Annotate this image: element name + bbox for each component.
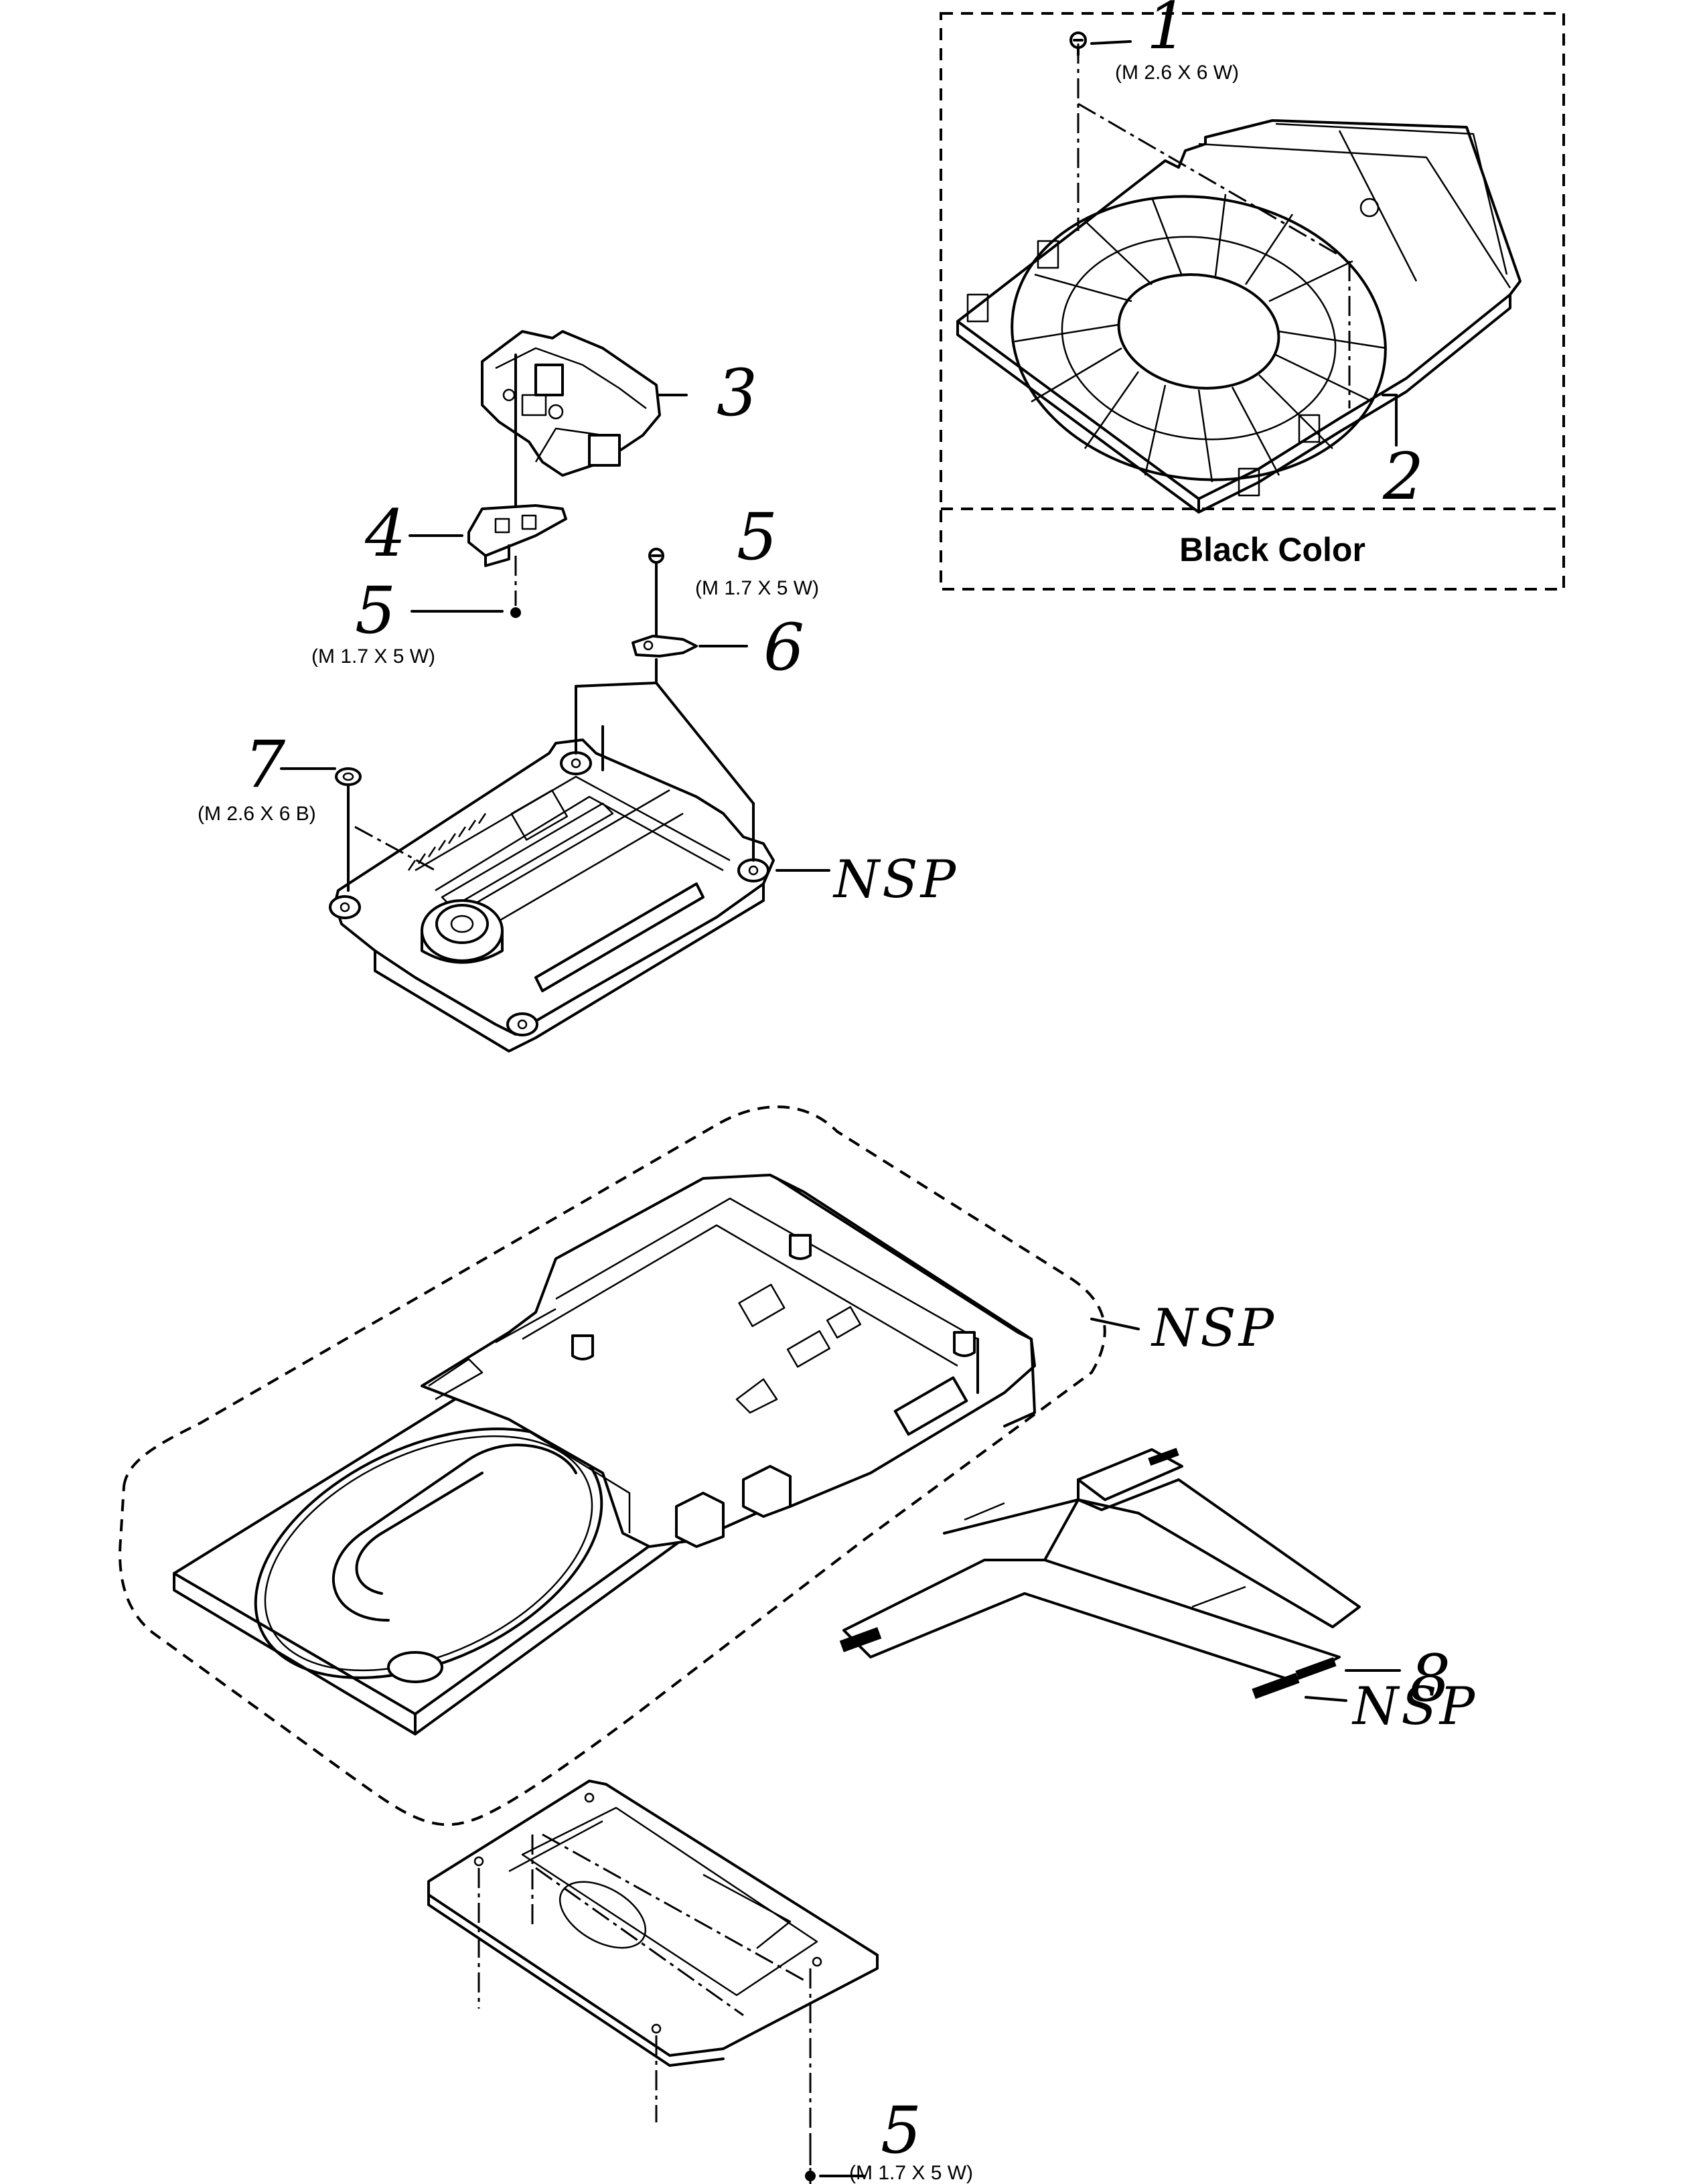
callout-2: 2 — [1382, 439, 1424, 514]
callout-labels: 1 (M 2.6 X 6 W) 2 3 4 5 (M 1.7 X 5 W) 5 … — [198, 0, 1477, 2184]
callout-5-right: 5 — [737, 499, 777, 574]
nsp-label-chassis: NSP — [1151, 1298, 1276, 1358]
callout-5-right-spec: (M 1.7 X 5 W) — [695, 577, 819, 599]
black-color-option-box: Black Color — [940, 12, 1565, 591]
optical-pickup-part — [481, 330, 688, 477]
callout-5-left-spec: (M 1.7 X 5 W) — [311, 645, 435, 668]
flex-cable-part — [839, 1448, 1361, 1699]
callout-5-bottom: 5 — [881, 2093, 921, 2168]
disc-tray-part — [956, 44, 1522, 514]
traverse-assembly-lines — [575, 682, 830, 872]
traverse-mechanism — [329, 738, 775, 1052]
rack-part — [409, 504, 567, 567]
callout-7: 7 — [244, 727, 285, 802]
callout-1: 1 — [1146, 0, 1187, 64]
callout-3: 3 — [717, 356, 757, 431]
callout-1-spec: (M 2.6 X 6 W) — [1115, 62, 1239, 84]
screw-7 — [280, 767, 436, 892]
spring-part-6 — [632, 635, 748, 657]
tray-grid-spokes — [1014, 193, 1387, 483]
callout-5-bottom-spec: (M 1.7 X 5 W) — [849, 2162, 973, 2184]
screw-5-right — [648, 548, 664, 641]
callout-6: 6 — [763, 610, 804, 685]
callout-8: 8 — [1410, 1641, 1451, 1716]
nsp-label-cable: NSP — [1351, 1676, 1477, 1737]
nsp-label-traverse: NSP — [832, 850, 958, 910]
loader-chassis — [119, 1105, 1106, 1826]
screw-1 — [1069, 31, 1132, 56]
screw-5-upper — [411, 607, 521, 618]
box-label: Black Color — [1179, 531, 1365, 568]
callout-7-spec: (M 2.6 X 6 B) — [198, 803, 316, 825]
callout-4: 4 — [364, 496, 406, 571]
bottom-cover-plate — [427, 1780, 879, 2067]
bottom-plate-assembly-lines — [477, 1833, 812, 2184]
screw-5-bottom — [805, 2136, 865, 2181]
callout-5-left: 5 — [355, 573, 396, 648]
